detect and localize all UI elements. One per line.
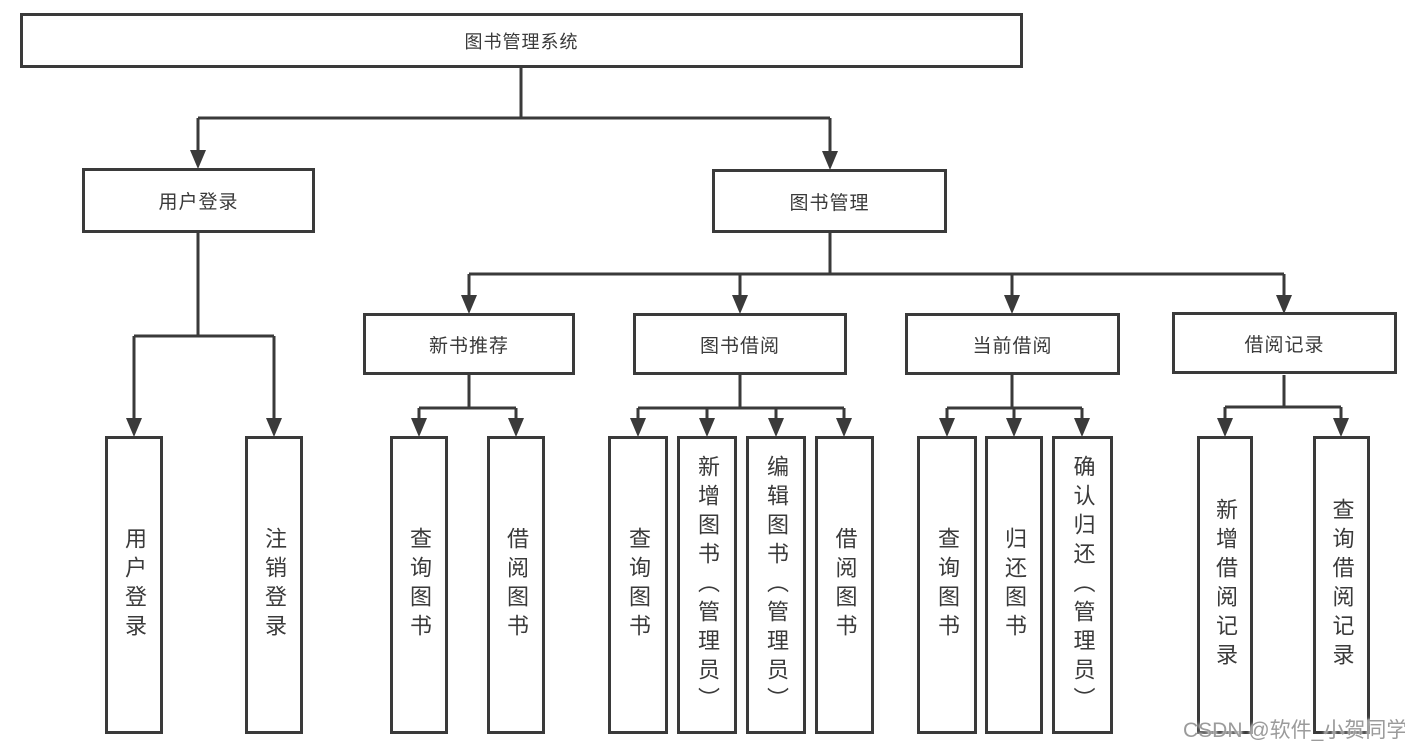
node-leaf-user-login: 用户登录 [105, 436, 163, 734]
node-label: 新增借阅记录 [1213, 498, 1238, 672]
node-label: 查询图书 [935, 527, 960, 643]
node-section-borrow-records: 借阅记录 [1172, 312, 1397, 374]
node-label: 归还图书 [1002, 527, 1027, 643]
node-leaf-query-books-borrow: 查询图书 [608, 436, 668, 734]
arrow-down-icon [411, 418, 427, 437]
node-label: 图书管理系统 [464, 31, 579, 52]
node-leaf-logout: 注销登录 [245, 436, 303, 734]
node-leaf-confirm-return-admin: 确认归还（管理员） [1052, 436, 1113, 734]
node-label: 编辑图书（管理员） [764, 454, 789, 716]
arrow-down-icon [1276, 295, 1292, 314]
arrow-down-icon [266, 418, 282, 437]
node-section-current-borrow: 当前借阅 [905, 313, 1120, 375]
node-branch-user-login: 用户登录 [82, 168, 315, 233]
node-leaf-borrow-books-recommend: 借阅图书 [487, 436, 545, 734]
arrow-down-icon [1217, 418, 1233, 437]
arrow-down-icon [1333, 418, 1349, 437]
node-section-new-book-recommend: 新书推荐 [363, 313, 575, 375]
arrow-down-icon [1004, 295, 1020, 314]
node-label: 借阅记录 [1244, 334, 1325, 356]
csdn-watermark: CSDN @软件_小贺同学 [1183, 719, 1405, 742]
node-label: 新书推荐 [428, 335, 509, 357]
arrow-down-icon [1006, 418, 1022, 437]
node-leaf-query-borrow-record: 查询借阅记录 [1313, 436, 1370, 734]
connector-path [132, 68, 1343, 420]
node-leaf-add-borrow-record: 新增借阅记录 [1197, 436, 1253, 734]
arrow-down-icon [822, 151, 838, 170]
node-leaf-query-books-recommend: 查询图书 [390, 436, 448, 734]
node-label: 借阅图书 [832, 527, 858, 643]
node-label: 图书管理 [789, 192, 870, 214]
arrow-down-icon [699, 418, 715, 437]
arrow-down-icon [126, 418, 142, 437]
node-leaf-edit-books-admin: 编辑图书（管理员） [746, 436, 806, 734]
node-leaf-query-books-current: 查询图书 [917, 436, 977, 734]
node-leaf-add-books-admin: 新增图书（管理员） [677, 436, 737, 734]
arrow-down-icon [1074, 418, 1090, 437]
node-leaf-borrow-books: 借阅图书 [815, 436, 874, 734]
node-section-book-borrow: 图书借阅 [633, 313, 847, 375]
arrow-down-icon [939, 418, 955, 437]
arrow-down-icon [190, 150, 206, 169]
node-label: 查询借阅记录 [1329, 498, 1355, 672]
arrow-down-icon [508, 418, 524, 437]
node-label: 当前借阅 [972, 335, 1053, 357]
arrow-down-icon [836, 418, 852, 437]
node-label: 借阅图书 [504, 527, 529, 643]
node-label: 用户登录 [158, 192, 239, 213]
arrow-down-icon [461, 295, 477, 314]
arrowhead-icons [126, 150, 1349, 437]
node-label: 查询图书 [407, 527, 432, 643]
node-root-system: 图书管理系统 [20, 13, 1023, 68]
node-label: 用户登录 [122, 527, 147, 643]
node-label: 图书借阅 [699, 335, 780, 357]
arrow-down-icon [630, 418, 646, 437]
arrow-down-icon [768, 418, 784, 437]
node-label: 新增图书（管理员） [695, 454, 720, 716]
node-label: 注销登录 [262, 527, 287, 643]
node-leaf-return-books: 归还图书 [985, 436, 1043, 734]
arrow-down-icon [732, 295, 748, 314]
node-branch-book-management: 图书管理 [712, 169, 947, 233]
node-label: 查询图书 [626, 527, 651, 643]
node-label: 确认归还（管理员） [1070, 454, 1096, 716]
